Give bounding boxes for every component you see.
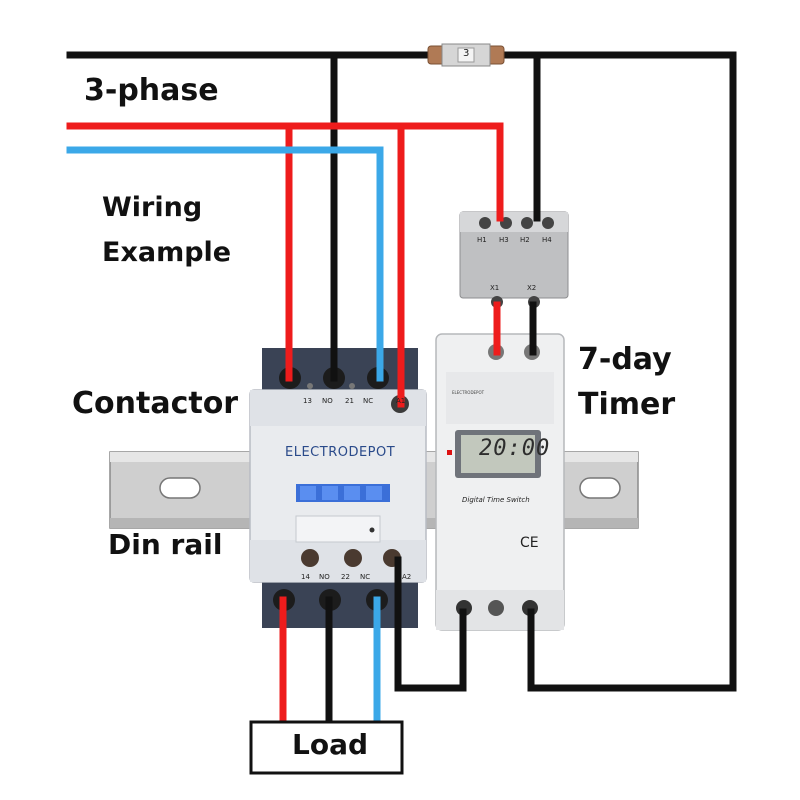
contactor-bottom-terminal: 22 [341, 573, 350, 581]
diagram-title-example: Example [102, 237, 232, 268]
contactor-top-terminal: A1 [396, 397, 406, 405]
fuse [427, 43, 505, 67]
transformer-top-terminal: H4 [542, 236, 552, 244]
fuse-marking: 3 [463, 48, 470, 59]
timer-label-line1: 7-day [578, 342, 672, 377]
contactor-top-terminal: 21 [345, 397, 354, 405]
contactor-brand: ELECTRODEPOT [285, 445, 396, 460]
timer-product-name: Digital Time Switch [462, 496, 530, 504]
timer-label-line2: Timer [578, 387, 676, 422]
wires [66, 51, 737, 726]
contactor-bottom-terminal: A2 [402, 573, 412, 581]
diagram-title-phase: 3-phase [84, 73, 219, 108]
transformer-device [459, 211, 569, 308]
ce-mark: CE [520, 535, 539, 551]
din-rail-label: Din rail [108, 528, 223, 561]
transformer-top-terminal: H1 [477, 236, 487, 244]
contactor-label: Contactor [72, 386, 239, 421]
transformer-top-terminal: H2 [520, 236, 530, 244]
contactor-top-terminal: NO [322, 397, 333, 405]
wire-black-a2-timer [394, 556, 467, 692]
wire-red-phase [66, 122, 504, 222]
transformer-top-terminal: H3 [499, 236, 509, 244]
contactor-bottom-terminal: NC [360, 573, 371, 581]
transformer-bottom-terminal: X1 [490, 284, 500, 292]
load-box [249, 720, 404, 775]
timer-device [435, 333, 565, 631]
load-label: Load [292, 728, 369, 761]
wire-blue-phase [66, 146, 384, 382]
diagram-title-wiring: Wiring [102, 192, 203, 223]
contactor-bottom-terminal: NO [319, 573, 330, 581]
contactor-top-terminal: 13 [303, 397, 312, 405]
wire-black-neutral-right [498, 51, 737, 692]
timer-display: 20:00 [479, 436, 551, 461]
contactor-top-terminal: NC [363, 397, 374, 405]
transformer-bottom-terminal: X2 [527, 284, 537, 292]
timer-brand: ELECTRODEPOT [452, 390, 485, 395]
contactor-bottom-terminal: 14 [301, 573, 310, 581]
